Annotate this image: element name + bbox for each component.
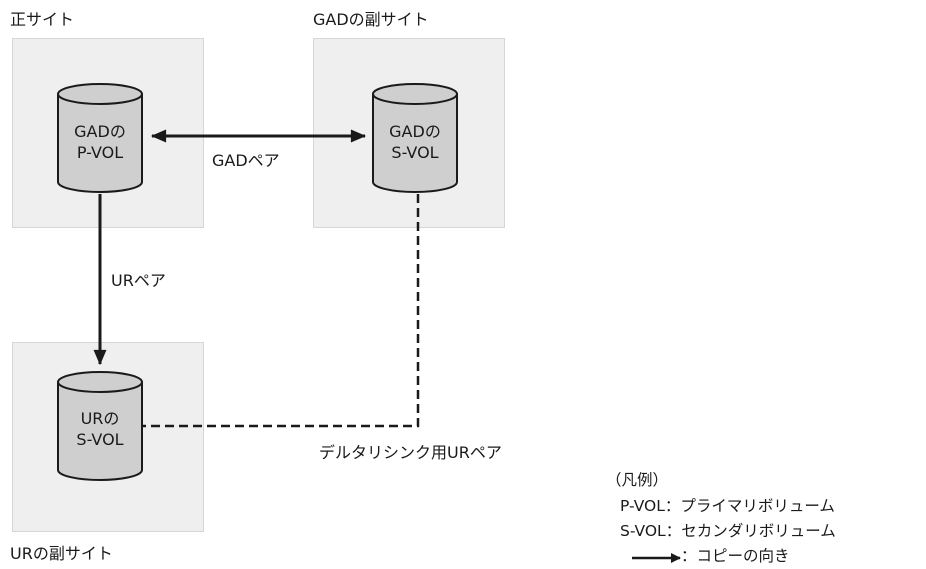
gad-secondary-site-label: GADの副サイト (313, 10, 429, 29)
legend-title: （凡例） (606, 471, 669, 489)
gad-pvol-cylinder-icon (57, 83, 143, 193)
gad-pvol-line1: GADの (74, 122, 126, 141)
gad-pvol-label: GADの P-VOL (58, 121, 142, 163)
legend-svol: S-VOL：セカンダリボリューム (620, 522, 836, 540)
legend-pvol: P-VOL：プライマリボリューム (620, 497, 835, 515)
primary-site-label: 正サイト (10, 10, 75, 29)
ur-secondary-site-label: URの副サイト (10, 544, 113, 563)
ur-svol-line2: S-VOL (76, 430, 124, 449)
gad-pvol-line2: P-VOL (76, 143, 124, 162)
gad-svol-line2: S-VOL (391, 143, 439, 162)
ur-pair-label: URペア (111, 271, 166, 290)
delta-resync-pair-label: デルタリシンク用URペア (319, 443, 502, 462)
delta-resync-dashed-line (143, 194, 420, 428)
ur-svol-label: URの S-VOL (58, 408, 142, 450)
gad-svol-cylinder-icon (372, 83, 458, 193)
gad-svol-label: GADの S-VOL (373, 121, 457, 163)
ur-svol-line1: URの (80, 409, 120, 428)
gad-pair-label: GADペア (212, 151, 280, 170)
gad-svol-line1: GADの (389, 122, 441, 141)
ur-svol-cylinder-icon (57, 371, 143, 481)
legend-arrow-text: ：コピーの向き (681, 547, 790, 565)
